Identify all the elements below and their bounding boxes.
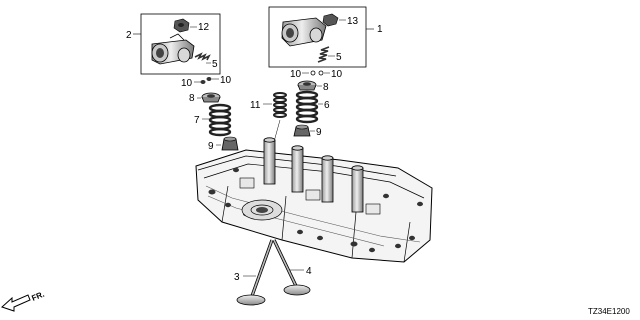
callout-8-right: 8	[323, 82, 329, 93]
callout-2: 2	[126, 30, 132, 41]
valve-seal-9-left-icon	[216, 136, 239, 151]
pin-10-left-icon	[194, 77, 219, 84]
retainer-8-right-icon	[297, 80, 322, 91]
front-direction-label: FR.	[30, 290, 45, 303]
callout-6: 6	[324, 100, 330, 111]
valve-seal-9-right-icon	[293, 124, 315, 137]
spring-5-right-icon	[317, 46, 335, 63]
callout-13: 13	[347, 16, 359, 27]
cylinder-head-icon	[195, 149, 433, 263]
rocker-arm-assembly-box-1	[268, 6, 374, 68]
callout-9-left: 9	[208, 141, 214, 152]
nut-12-icon	[173, 18, 197, 33]
callout-5-right: 5	[336, 52, 342, 63]
front-direction-arrow-icon	[1, 294, 31, 312]
pin-10-right-icon	[302, 70, 330, 76]
callout-4: 4	[306, 266, 312, 277]
callout-9-right: 9	[316, 127, 322, 138]
callout-5-left: 5	[212, 59, 218, 70]
cap-13-icon	[322, 13, 346, 27]
exhaust-valve-4-icon	[272, 239, 311, 296]
valve-spring-7-icon	[202, 103, 232, 137]
intake-valve-3-icon	[236, 239, 274, 306]
rocker-arm-right-icon	[281, 17, 327, 47]
valve-spring-6-icon	[295, 90, 323, 124]
callout-10-right-a: 10	[290, 69, 302, 80]
callout-7: 7	[194, 115, 200, 126]
rocker-arm-icon	[151, 33, 195, 65]
callout-3: 3	[234, 272, 240, 283]
callout-10-left-a: 10	[181, 78, 193, 89]
rocker-arm-assembly-box-2	[133, 13, 221, 75]
valve-guide-posts-icon	[263, 137, 364, 213]
callout-10-right-b: 10	[331, 69, 343, 80]
callout-11: 11	[250, 100, 261, 111]
callout-1: 1	[377, 24, 383, 35]
spring-5-left-icon	[194, 52, 211, 64]
retainer-8-left-icon	[197, 92, 221, 103]
callout-10-left-b: 10	[220, 75, 232, 86]
callout-8-left: 8	[189, 93, 195, 104]
diagram-code: TZ34E1200	[588, 307, 630, 316]
callout-12: 12	[198, 22, 210, 33]
